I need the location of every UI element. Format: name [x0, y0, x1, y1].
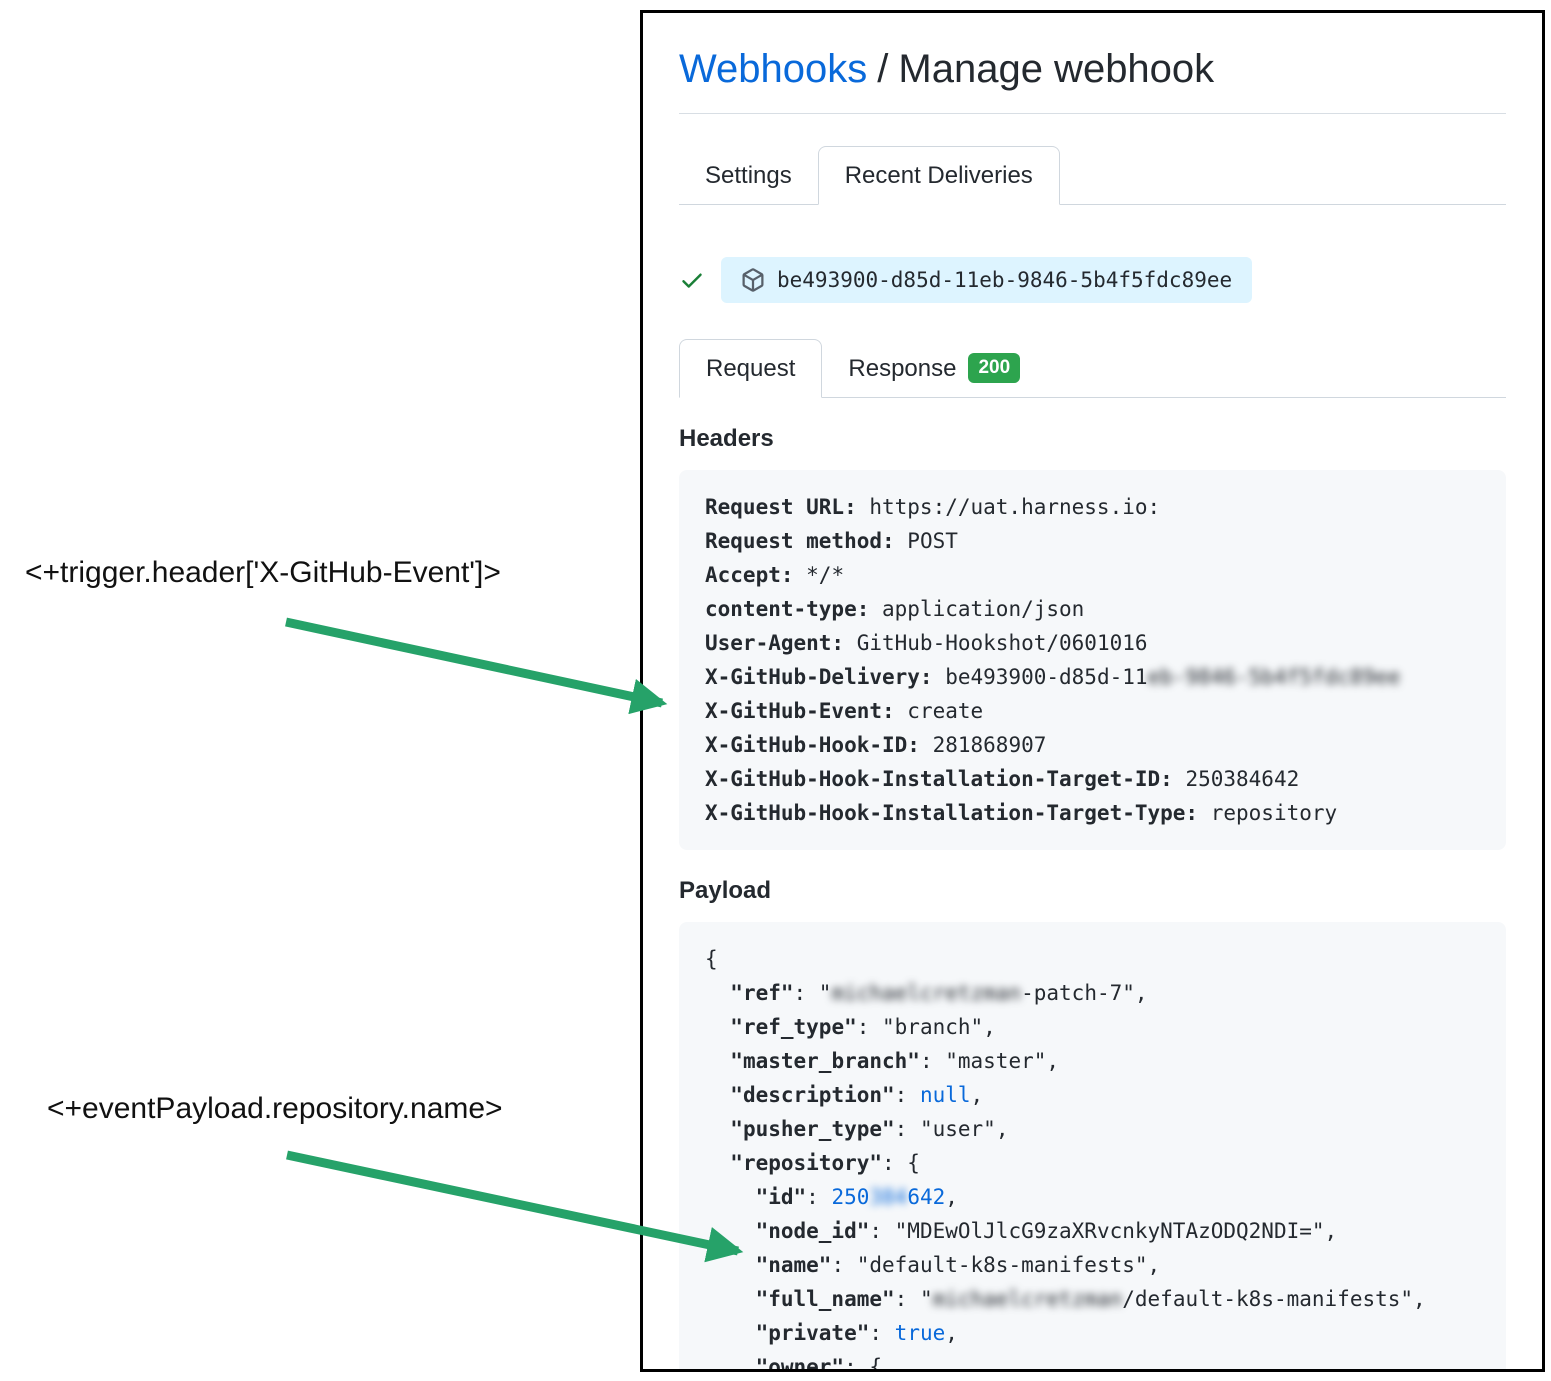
- tab-request[interactable]: Request: [679, 339, 823, 398]
- code-line: "ref_type": "branch",: [730, 1015, 996, 1039]
- tab-response[interactable]: Response 200: [822, 339, 1046, 397]
- page-title: Webhooks/Manage webhook: [679, 45, 1506, 93]
- code-line: User-Agent: GitHub-Hookshot/0601016: [705, 631, 1148, 655]
- header-divider: [679, 113, 1506, 114]
- annotation-trigger-header: <+trigger.header['X-GitHub-Event']>: [25, 556, 501, 589]
- headers-title: Headers: [679, 425, 774, 452]
- code-line: X-GitHub-Event: create: [705, 699, 984, 723]
- code-line: "ref": "michaelcretzman-patch-7",: [730, 981, 1148, 1005]
- code-line: Request method: POST: [705, 529, 958, 553]
- tab-response-label: Response: [848, 354, 957, 382]
- code-line: "name": "default-k8s-manifests",: [755, 1253, 1161, 1277]
- breadcrumb-link-webhooks[interactable]: Webhooks: [679, 47, 868, 91]
- code-line: Request URL: https://uat.harness.io:: [705, 495, 1161, 519]
- code-line: "owner": {: [755, 1355, 883, 1372]
- code-line: "description": null,: [730, 1083, 984, 1107]
- main-tabnav: Settings Recent Deliveries: [679, 146, 1506, 205]
- code-line: "full_name": "michaelcretzman/default-k8…: [755, 1287, 1426, 1311]
- code-line: content-type: application/json: [705, 597, 1085, 621]
- code-line: Accept: */*: [705, 563, 845, 587]
- response-status-badge: 200: [968, 353, 1021, 383]
- code-line: "node_id": "MDEwOlJlcG9zaXRvcnkyNTAzODQ2…: [755, 1219, 1338, 1243]
- code-line: {: [705, 947, 718, 971]
- code-line: "master_branch": "master",: [730, 1049, 1060, 1073]
- code-line: "pusher_type": "user",: [730, 1117, 1009, 1141]
- code-line: "repository": {: [730, 1151, 920, 1175]
- arrow-to-github-event: [285, 617, 668, 715]
- package-icon: [741, 268, 765, 292]
- code-line: X-GitHub-Hook-Installation-Target-Type: …: [705, 801, 1338, 825]
- check-icon: [679, 267, 705, 293]
- payload-code-box: { "ref": "michaelcretzman-patch-7", "ref…: [679, 922, 1506, 1372]
- code-line: X-GitHub-Hook-ID: 281868907: [705, 733, 1047, 757]
- delivery-guid: be493900-d85d-11eb-9846-5b4f5fdc89ee: [777, 268, 1233, 292]
- request-response-tabnav: Request Response 200: [679, 339, 1506, 398]
- code-line: "id": 250384642,: [755, 1185, 958, 1209]
- breadcrumb-current: Manage webhook: [898, 47, 1215, 91]
- delivery-row: be493900-d85d-11eb-9846-5b4f5fdc89ee: [679, 257, 1506, 303]
- code-line: "private": true,: [755, 1321, 958, 1345]
- code-line: X-GitHub-Delivery: be493900-d85d-11eb-98…: [705, 665, 1401, 689]
- breadcrumb-separator: /: [877, 47, 889, 91]
- webhook-panel: Webhooks/Manage webhook Settings Recent …: [640, 10, 1545, 1372]
- delivery-guid-pill[interactable]: be493900-d85d-11eb-9846-5b4f5fdc89ee: [721, 257, 1253, 303]
- tab-settings[interactable]: Settings: [705, 161, 792, 189]
- tab-recent-deliveries[interactable]: Recent Deliveries: [817, 146, 1060, 205]
- code-line: X-GitHub-Hook-Installation-Target-ID: 25…: [705, 767, 1300, 791]
- payload-title: Payload: [679, 877, 772, 904]
- annotation-event-payload: <+eventPayload.repository.name>: [47, 1092, 503, 1125]
- headers-code-box: Request URL: https://uat.harness.io: Requ…: [679, 470, 1506, 850]
